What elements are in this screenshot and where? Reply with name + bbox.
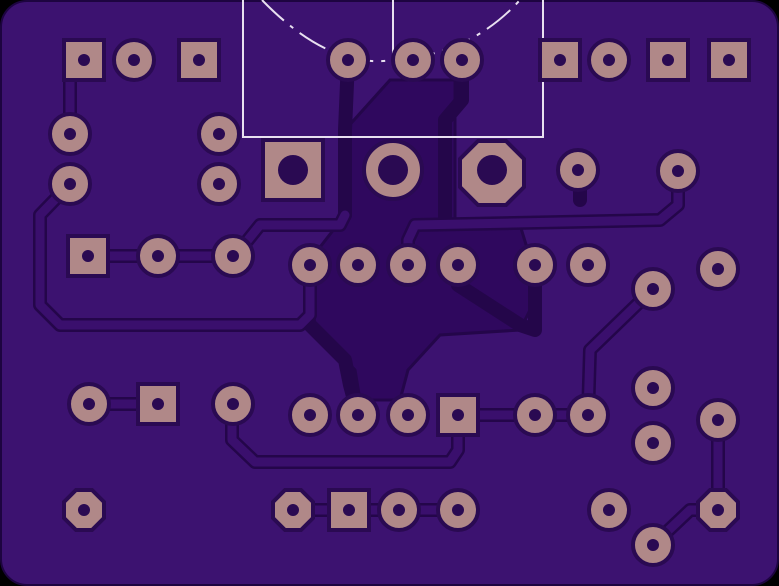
pad <box>211 382 255 426</box>
pad <box>271 488 315 532</box>
pad <box>696 247 740 291</box>
pad <box>197 112 241 156</box>
pad <box>62 38 106 82</box>
pad <box>566 243 610 287</box>
pad <box>440 38 484 82</box>
pad <box>66 234 110 278</box>
pad <box>336 243 380 287</box>
pad <box>587 488 631 532</box>
pad <box>336 393 380 437</box>
pad <box>458 139 526 207</box>
pad <box>566 393 610 437</box>
pad <box>696 488 740 532</box>
pad <box>587 38 631 82</box>
pad <box>326 38 370 82</box>
pad <box>513 393 557 437</box>
pad <box>386 393 430 437</box>
pad <box>261 138 325 202</box>
pad <box>656 149 700 193</box>
pad <box>707 38 751 82</box>
pad <box>377 488 421 532</box>
pad <box>197 162 241 206</box>
pad <box>538 38 582 82</box>
pad <box>436 243 480 287</box>
square-pads <box>62 38 751 532</box>
pad <box>631 523 675 567</box>
pad <box>386 243 430 287</box>
pad <box>177 38 221 82</box>
round-pads <box>48 38 740 567</box>
octagon-pads <box>62 139 740 532</box>
pad <box>436 393 480 437</box>
pad <box>211 234 255 278</box>
pad <box>288 243 332 287</box>
pad <box>288 393 332 437</box>
pad <box>631 267 675 311</box>
pad <box>62 488 106 532</box>
pad <box>362 139 424 201</box>
pad <box>136 382 180 426</box>
pad <box>48 112 92 156</box>
pad <box>631 366 675 410</box>
pad <box>556 148 600 192</box>
pad <box>48 162 92 206</box>
pad <box>631 421 675 465</box>
pad <box>67 382 111 426</box>
pad <box>696 398 740 442</box>
pad <box>436 488 480 532</box>
pad <box>513 243 557 287</box>
pad <box>646 38 690 82</box>
pad <box>112 38 156 82</box>
pad <box>391 38 435 82</box>
pad <box>327 488 371 532</box>
pad <box>136 234 180 278</box>
